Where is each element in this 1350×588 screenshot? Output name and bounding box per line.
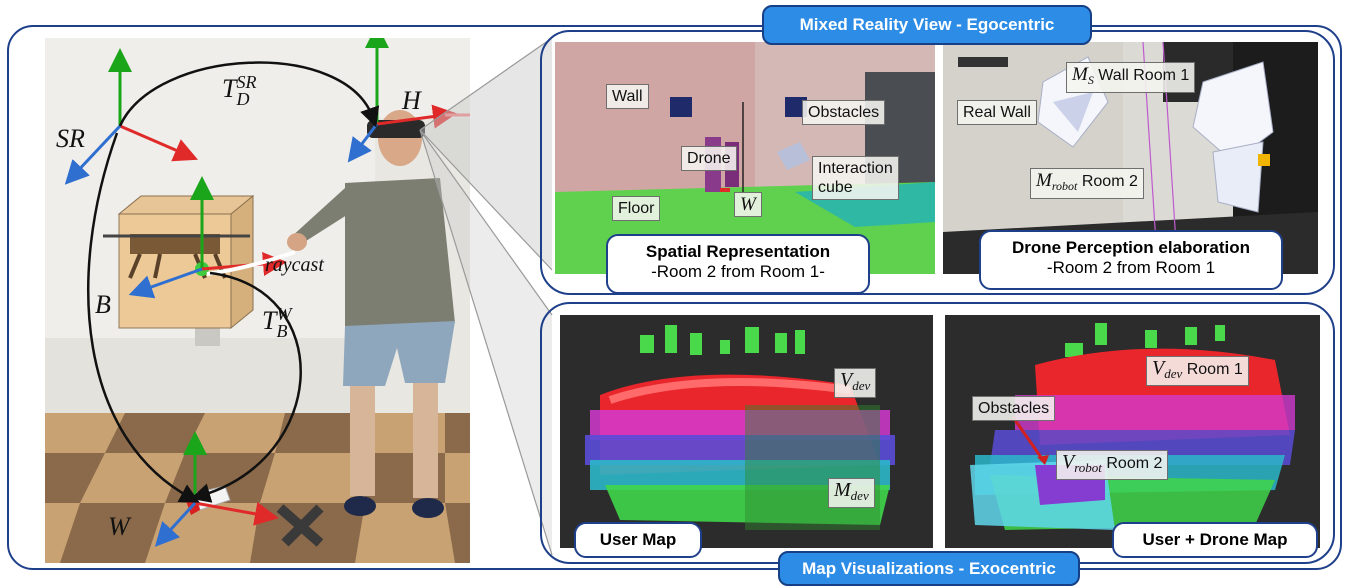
drone-tag: Drone [681,146,737,171]
floor-tag: Floor [612,196,661,221]
user-map-caption: User Map [574,522,702,558]
drone-obstacles-tag-text: Obstacles [978,400,1050,417]
drone-map-caption: User + Drone Map [1112,522,1318,558]
user-mdev-sub: dev [850,488,869,504]
w-tag: W [734,192,762,217]
wall-tag: Wall [606,84,649,109]
drone-vdev-tag: Vdev Room 1 [1146,356,1249,387]
mrobot-tag: Mrobot Room 2 [1030,168,1144,200]
sr-label: SR [56,124,85,154]
user-map-caption-text: User Map [599,530,677,549]
header-map-visualizations: Map Visualizations - Exocentric [778,551,1080,586]
user-map-panel [560,315,933,548]
user-mdev-base: M [834,479,851,501]
mrobot-sub: robot [1051,179,1078,194]
header-map-visualizations-text: Map Visualizations - Exocentric [802,558,1056,578]
sr-label-text: SR [56,124,85,153]
drone-vdev-sub: dev [1164,366,1183,382]
drone-vdev-text: Room 1 [1186,361,1243,378]
t-b-w-base: T [262,306,277,335]
b-label: B [95,290,111,320]
drone-vrobot-text: Room 2 [1106,455,1163,472]
floor-tag-text: Floor [618,200,655,217]
drone-vrobot-tag: Vrobot Room 2 [1056,450,1169,481]
real-wall-tag-text: Real Wall [963,104,1031,121]
w-label: W [108,512,130,542]
h-label: H [402,86,421,116]
w-label-text: W [108,512,130,541]
user-mdev-tag: Mdev [828,478,875,509]
b-label-text: B [95,290,111,319]
user-vdev-tag: Vdev [834,368,877,399]
interaction-cube-tag-text: Interaction cube [818,160,893,196]
obstacles-tag: Obstacles [802,100,886,125]
outer-frame [7,25,1342,570]
drone-tag-text: Drone [687,150,731,167]
raycast-label: raycast [265,254,324,277]
frame-overlay [64,38,470,547]
drone-box [103,194,255,330]
drone-vdev-base: V [1152,357,1165,379]
t-d-sr-sup: SR [236,72,257,93]
raycast-label-text: raycast [265,254,324,276]
t-b-w-sup: W [276,304,292,325]
w-tag-text: W [740,194,756,215]
ms-text: Wall Room 1 [1098,67,1190,84]
t-d-sr-sub: D [236,89,250,110]
sr-frame-axes [64,48,199,185]
drone-vrobot-sub: robot [1074,460,1102,476]
perception-caption-title: Drone Perception elaboration [1011,238,1251,257]
wall-tag-text: Wall [612,88,643,105]
mrobot-text: Room 2 [1081,173,1138,190]
drone-map-caption-text: User + Drone Map [1142,530,1288,549]
ms-sub: S [1087,73,1094,88]
spatial-caption-title: Spatial Representation [645,242,831,261]
t-b-w-curve [190,271,302,503]
left-loop-curve [87,132,200,503]
user-map-scene [560,315,933,548]
drone-vrobot-base: V [1062,451,1075,473]
t-d-sr-base: T [222,74,237,103]
drone-obstacles-tag: Obstacles [972,396,1056,421]
header-mixed-reality: Mixed Reality View - Egocentric [762,5,1092,45]
mrobot-base: M [1036,170,1052,191]
interaction-cube-tag: Interaction cube [812,156,899,200]
spatial-caption-sub: -Room 2 from Room 1- [651,262,825,281]
spatial-caption: Spatial Representation -Room 2 from Room… [606,234,870,294]
drone-map-panel [945,315,1320,548]
perception-caption-sub: -Room 2 from Room 1 [1046,258,1216,277]
user-vdev-base: V [840,369,853,391]
obstacles-tag-text: Obstacles [808,104,880,121]
t-d-sr-curve [118,61,380,128]
user-vdev-sub: dev [852,378,871,394]
perception-caption: Drone Perception elaboration -Room 2 fro… [979,230,1283,290]
ms-tag: MS Wall Room 1 [1066,62,1196,94]
real-wall-tag: Real Wall [957,100,1037,125]
h-label-text: H [402,86,421,115]
ms-base: M [1072,64,1088,85]
t-b-w-sub: B [276,321,288,342]
header-mixed-reality-text: Mixed Reality View - Egocentric [799,15,1055,34]
drone-map-scene [945,315,1320,548]
